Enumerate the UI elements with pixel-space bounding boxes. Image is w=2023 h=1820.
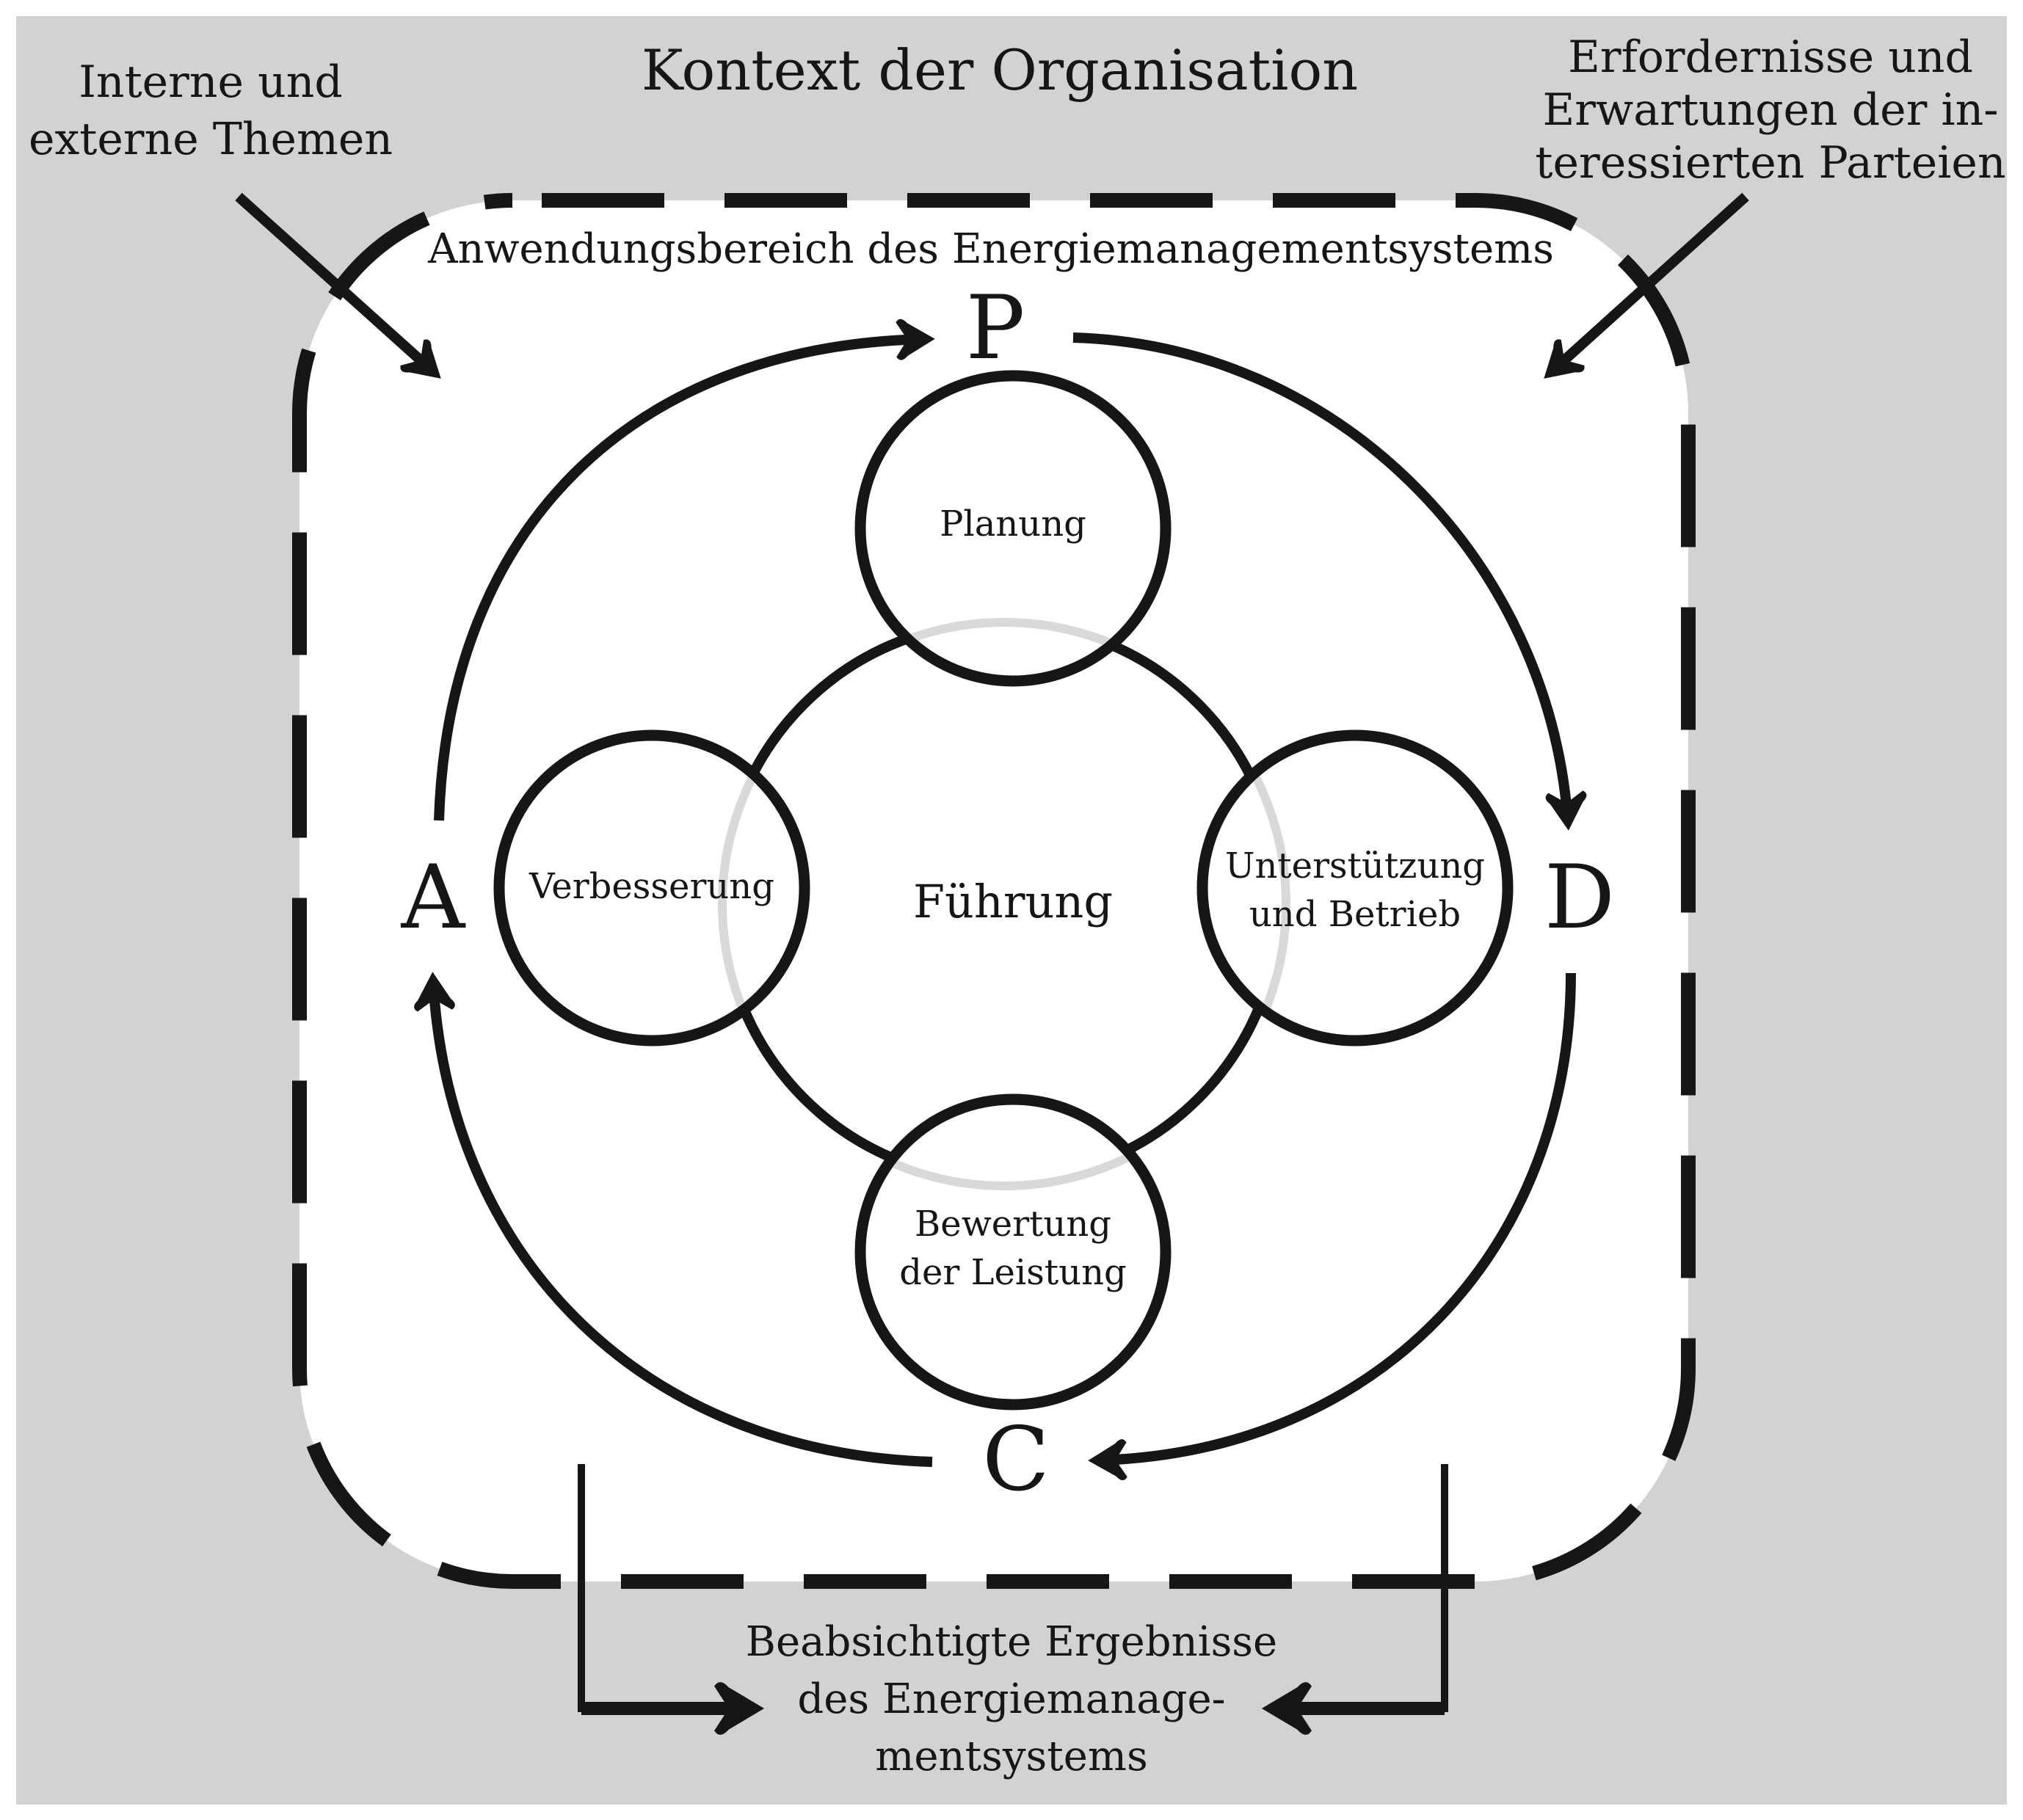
pdca-act-letter: A: [401, 847, 466, 949]
phase-label-unterstuetzung-1: Unterstützung: [1225, 845, 1485, 887]
scope-label: Anwendungsbereich des Energiemanagements…: [427, 225, 1554, 273]
phase-label-bewertung-1: Bewertung: [915, 1204, 1111, 1245]
arrow-plan-to-do-icon: [1072, 332, 1587, 831]
pdca-plan-letter: P: [966, 277, 1025, 379]
output-line-3: mentsystems: [875, 1733, 1147, 1780]
input-right-line-1: Erfordernisse und: [1568, 32, 1973, 83]
phase-label-verbesserung: Verbesserung: [529, 866, 774, 907]
arrow-check-to-act-icon: [414, 972, 933, 1467]
arrow-right-input-icon: [1544, 192, 1749, 379]
phase-label-bewertung-2: der Leistung: [899, 1252, 1126, 1293]
phase-label-planung: Planung: [940, 503, 1086, 545]
arrow-left-input-icon: [235, 192, 441, 379]
phase-circle-planung: [854, 370, 1172, 687]
input-right-line-3: teressierten Parteien: [1535, 137, 2005, 189]
phase-circle-verbesserung: [493, 729, 810, 1046]
input-right-line-2: Erwartungen der in-: [1542, 84, 1998, 136]
arrow-do-to-check-icon: [1088, 972, 1576, 1481]
output-line-1: Beabsichtigte Ergebnisse: [746, 1618, 1277, 1666]
pdca-check-letter: C: [982, 1409, 1050, 1511]
scope-box: [292, 193, 1696, 1589]
pdca-do-letter: D: [1544, 847, 1615, 949]
arrow-act-to-plan-icon: [434, 318, 935, 821]
input-left-line-1: Interne und: [79, 57, 343, 108]
context-title: Kontext der Organisation: [642, 37, 1358, 103]
input-left-line-2: externe Themen: [29, 114, 393, 165]
leadership-label: Führung: [913, 875, 1113, 928]
phase-circle-bewertung: [854, 1093, 1172, 1410]
leadership-ghost-ring: [718, 618, 1290, 1190]
phase-circle-unterstuetzung: [1196, 729, 1514, 1046]
phase-label-unterstuetzung-2: und Betrieb: [1249, 894, 1461, 935]
output-line-2: des Energiemanage-: [797, 1675, 1225, 1723]
